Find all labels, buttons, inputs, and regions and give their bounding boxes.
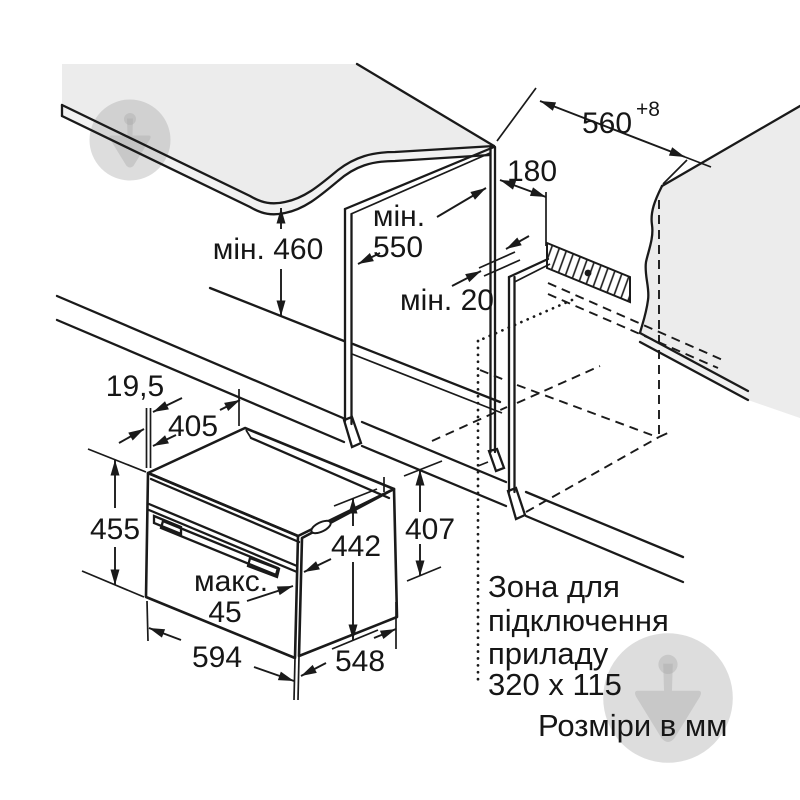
- body-height-label: 442: [331, 530, 381, 563]
- dim-niche-depth-550: [357, 187, 487, 265]
- fascia-depth-label: 19,5: [106, 370, 164, 403]
- rear-wall-panel: [640, 106, 800, 418]
- connection-zone-note: Зона для підключення приладу 320 x 115: [488, 569, 669, 702]
- dim-width-594: [146, 600, 295, 682]
- dimension-labels: 560 +8 180 мін. 550 мін. 460 мін. 20 19,…: [90, 98, 660, 678]
- zone-note-line3: приладу: [488, 636, 609, 671]
- dim-front-height-455: [81, 448, 147, 598]
- oven-drawing: [144, 426, 399, 701]
- units-note: Розміри в мм: [538, 708, 728, 743]
- dim-rear-height-407: [403, 460, 443, 582]
- zone-note-size: 320 x 115: [488, 667, 622, 702]
- niche-width-label: 560: [582, 107, 632, 140]
- dim-niche-width-560: [496, 87, 712, 185]
- niche-depth-value: 550: [373, 231, 423, 264]
- oven-handle-mount-right: [246, 556, 281, 579]
- oven-handle-bar: [159, 519, 280, 577]
- connection-point-dot: [584, 269, 592, 277]
- dim-top-depth-405: [152, 389, 241, 447]
- oven-handle-mount-left: [152, 514, 183, 536]
- dim-fascia-19-5: [118, 397, 183, 468]
- phantom-lines: [431, 200, 726, 682]
- door-clearance-prefix: макс.: [194, 565, 268, 598]
- watermark-logo-icon: [603, 633, 733, 763]
- depth-label: 548: [335, 645, 385, 678]
- width-label: 594: [192, 641, 242, 674]
- front-height-label: 455: [90, 513, 140, 546]
- oven-side-vent-slot: [310, 519, 332, 535]
- worktop-edges: [60, 62, 496, 216]
- dim-door-clearance-45: [246, 558, 332, 602]
- zone-note-line2: підключення: [488, 603, 669, 638]
- niche-width-tolerance: +8: [636, 98, 660, 121]
- right-cabinet-wall: [506, 257, 551, 521]
- rear-offset-label: 180: [507, 155, 557, 188]
- niche-cabinet: [55, 145, 685, 584]
- rear-gap-label: мін. 20: [400, 284, 494, 317]
- rear-height-label: 407: [405, 513, 455, 546]
- dim-rear-gap-20: [451, 235, 530, 287]
- zone-note-line1: Зона для: [488, 569, 620, 604]
- top-depth-label: 405: [168, 410, 218, 443]
- niche-height-label: мін. 460: [213, 233, 324, 266]
- watermark-logo-icon: [89, 99, 171, 181]
- niche-depth-prefix: мін.: [373, 200, 425, 233]
- dim-rear-offset-180: [499, 179, 547, 246]
- dim-body-height-442: [331, 488, 379, 650]
- dim-depth-548: [300, 602, 397, 677]
- door-clearance-value: 45: [208, 596, 241, 629]
